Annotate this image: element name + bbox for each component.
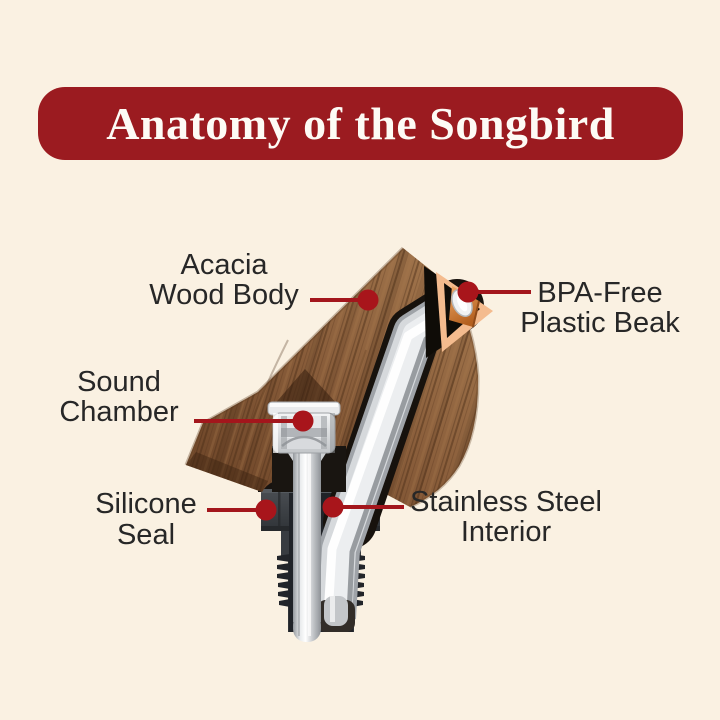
label-line: Seal [116, 519, 176, 551]
callout-dot-silicone-seal [255, 499, 277, 521]
chamber-stem [293, 450, 321, 622]
tube-inner-highlight [330, 596, 335, 622]
callout-dot-sound-chamber [292, 410, 314, 432]
page-title: Anatomy of the Songbird [106, 98, 615, 149]
beak-copper-edge [472, 300, 480, 328]
wood-top-edge [184, 246, 405, 466]
label-bpa-free-plastic-beak: BPA-Free Plastic Beak [520, 278, 680, 338]
label-line: Plastic Beak [520, 307, 680, 339]
label-line: BPA-Free [537, 277, 663, 309]
label-sound-chamber: Sound Chamber [59, 367, 178, 427]
label-line: Sound [77, 366, 161, 398]
chamber-stem-tip [293, 612, 321, 642]
chamber-inner-shade [321, 416, 327, 449]
label-acacia-wood-body: Acacia Wood Body [149, 250, 298, 310]
label-line: Chamber [59, 396, 179, 428]
label-line: Stainless Steel [410, 486, 602, 518]
callout-dot-bpa-free-plastic-beak [457, 281, 479, 303]
chamber-inner-shade [281, 416, 287, 449]
wood-grain-streak [239, 339, 289, 461]
stem-groove [298, 452, 300, 636]
chamber-flange-highlight [270, 403, 338, 407]
bpa-free-plastic-beak-illustration [424, 266, 493, 358]
label-silicone-seal: Silicone Seal [95, 489, 197, 551]
label-stainless-steel-interior: Stainless Steel Interior [410, 487, 602, 547]
chamber-interior-lower [281, 438, 327, 449]
chamber-side-shade [330, 413, 335, 453]
title-banner: Anatomy of the Songbird [38, 87, 683, 160]
tube-inner-wall [324, 596, 348, 626]
stem-highlight [308, 452, 311, 636]
label-line: Interior [460, 516, 552, 548]
wood-pocket-notch [272, 369, 340, 407]
label-line: Silicone [95, 488, 197, 520]
callout-dots [255, 281, 479, 521]
wood-chamfer-edge [186, 452, 268, 492]
chamber-side-highlight [273, 413, 278, 453]
label-line: Acacia [180, 249, 268, 281]
seal-groove [278, 489, 281, 531]
callout-dot-stainless-steel-interior [322, 496, 344, 518]
chamber-interior-band [281, 428, 327, 437]
sound-chamber-illustration [267, 401, 346, 642]
callout-dot-acacia-wood-body [357, 289, 379, 311]
label-line: Wood Body [149, 279, 299, 311]
